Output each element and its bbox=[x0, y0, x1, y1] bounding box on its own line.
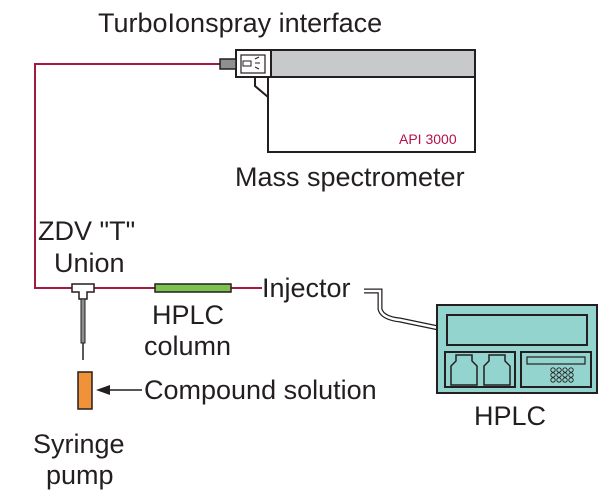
syringe-barrel bbox=[77, 371, 93, 410]
column-label-1: HPLC bbox=[152, 300, 225, 330]
hplc-body bbox=[436, 304, 598, 394]
solvent-bottle-icon bbox=[483, 354, 511, 386]
syringe-needle bbox=[80, 298, 86, 344]
t-union bbox=[71, 283, 95, 300]
union-label-2: Union bbox=[54, 248, 125, 278]
arrow-head-icon bbox=[96, 385, 110, 395]
ms-bracket bbox=[254, 77, 269, 98]
solvent-tray bbox=[444, 351, 516, 388]
hplc-column bbox=[154, 283, 232, 293]
control-readout bbox=[526, 356, 586, 365]
flow-line bbox=[34, 63, 262, 289]
ms-body bbox=[267, 76, 476, 153]
union-label-1: ZDV "T" bbox=[38, 216, 136, 246]
compound-label: Compound solution bbox=[144, 375, 377, 405]
keypad-icon bbox=[550, 367, 574, 383]
solvent-bottle-icon bbox=[450, 354, 478, 386]
column-label-2: column bbox=[144, 331, 232, 361]
spray-line-icon bbox=[254, 66, 260, 70]
model-label: API 3000 bbox=[399, 131, 457, 147]
injector-label: Injector bbox=[262, 273, 351, 303]
mass-spec-label: Mass spectrometer bbox=[235, 162, 465, 192]
interface-label: TurboIonspray interface bbox=[98, 8, 383, 38]
syringe-label-2: pump bbox=[46, 460, 114, 490]
nozzle bbox=[219, 58, 237, 70]
hplc-label: HPLC bbox=[474, 401, 547, 431]
ms-top-bar bbox=[270, 49, 476, 78]
interface-inner bbox=[240, 54, 266, 74]
hplc-display bbox=[446, 314, 588, 346]
syringe-label-1: Syringe bbox=[33, 429, 125, 459]
spray-probe-icon bbox=[242, 60, 252, 67]
control-panel bbox=[520, 351, 592, 388]
spray-line-icon bbox=[254, 56, 260, 60]
